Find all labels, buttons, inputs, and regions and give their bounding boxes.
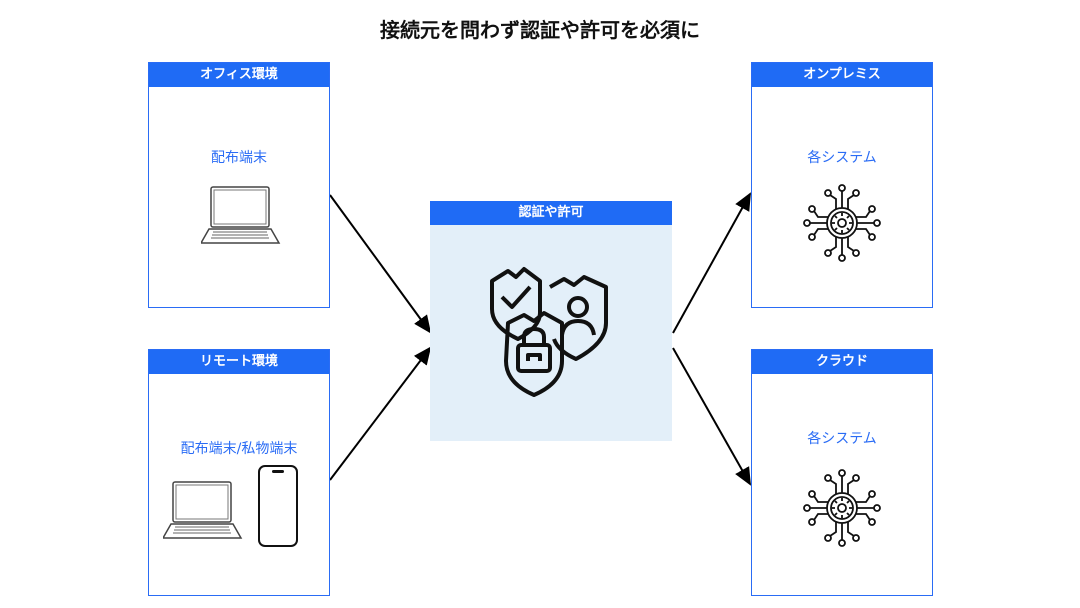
circuit-gear-icon <box>803 469 881 547</box>
onpremise-label: 各システム <box>807 150 877 166</box>
remote-header: リモート環境 <box>149 350 329 374</box>
cloud-header: クラウド <box>752 350 932 374</box>
arrow-remote-to-auth <box>329 346 432 481</box>
cloud-box: クラウド 各システム <box>751 349 933 596</box>
office-label: 配布端末 <box>211 150 267 166</box>
diagram-title: 接続元を問わず認証や許可を必須に <box>380 18 700 42</box>
auth-header: 認証や許可 <box>430 201 672 225</box>
laptop-icon <box>163 481 243 539</box>
arrow-auth-to-cloud <box>672 347 751 486</box>
onpremise-box: オンプレミス 各システム <box>751 62 933 308</box>
remote-label: 配布端末/私物端末 <box>180 441 298 457</box>
arrow-auth-to-onprem <box>672 192 751 334</box>
cloud-label: 各システム <box>807 431 877 447</box>
auth-box: 認証や許可 <box>430 201 672 441</box>
laptop-icon <box>201 186 281 244</box>
office-environment-box: オフィス環境 配布端末 <box>148 62 330 308</box>
smartphone-icon <box>258 465 298 547</box>
security-shield-icon <box>490 267 608 397</box>
office-header: オフィス環境 <box>149 63 329 87</box>
onpremise-header: オンプレミス <box>752 63 932 87</box>
remote-environment-box: リモート環境 配布端末/私物端末 <box>148 349 330 596</box>
arrow-office-to-auth <box>329 194 432 334</box>
circuit-gear-icon <box>803 184 881 262</box>
